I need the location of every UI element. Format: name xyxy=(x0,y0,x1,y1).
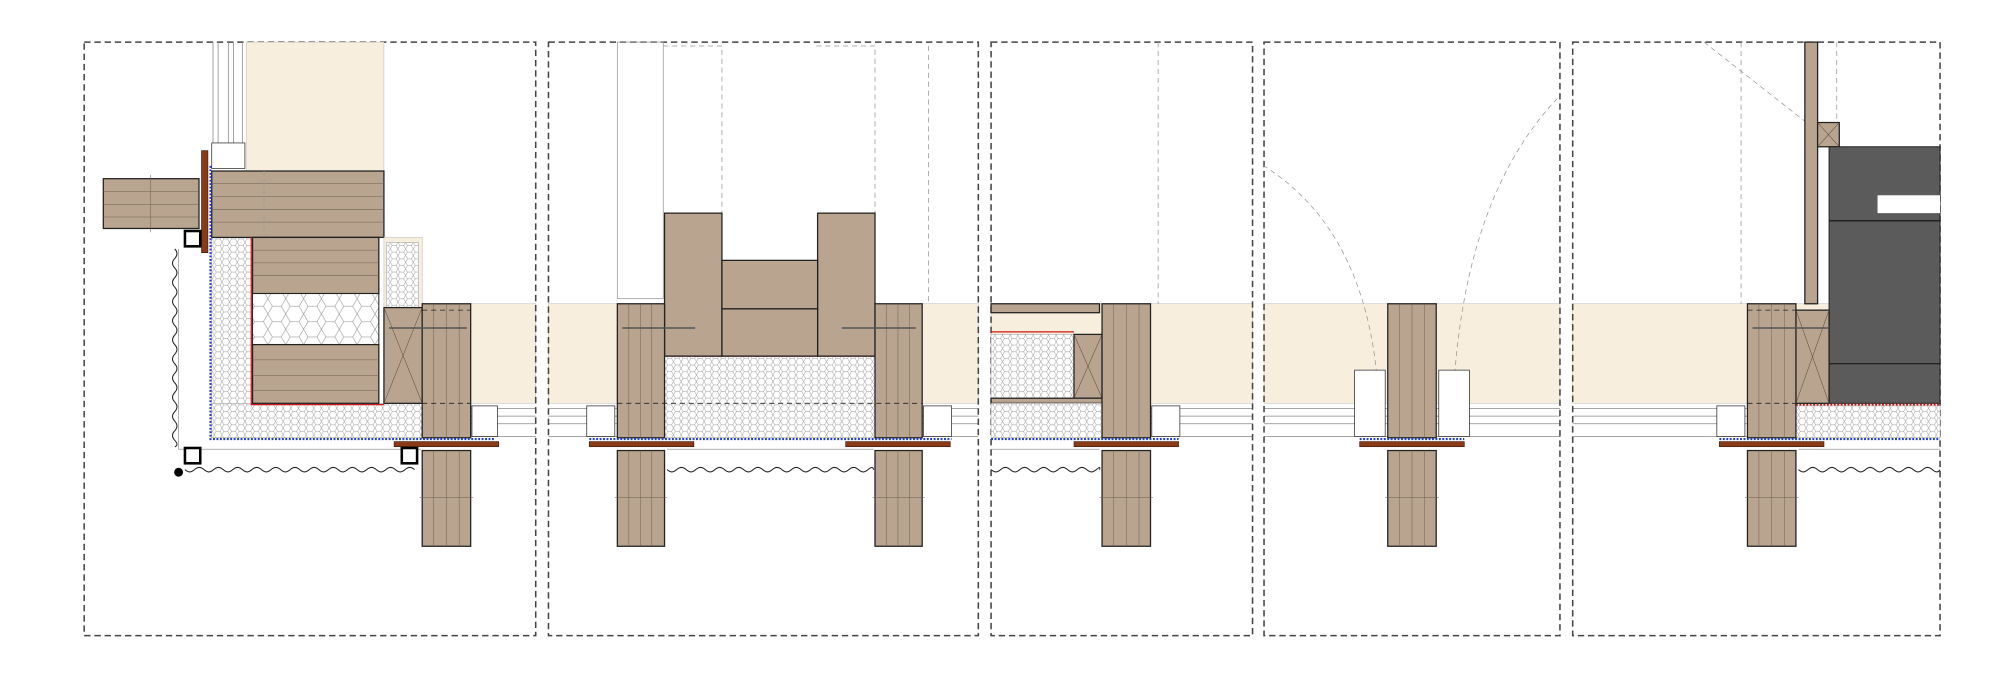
insulation xyxy=(990,334,1075,399)
base-plate xyxy=(1719,441,1825,448)
steel-profile xyxy=(183,229,202,248)
window-profile xyxy=(586,405,616,437)
insulation xyxy=(386,242,419,308)
detail-panel-3 xyxy=(990,41,1254,637)
window-profile xyxy=(1716,405,1746,437)
window-profile xyxy=(923,405,952,437)
insulation xyxy=(1795,405,1941,439)
board xyxy=(990,397,1103,404)
fascia-plate xyxy=(201,150,209,254)
timber-beam xyxy=(251,236,380,295)
door-profile xyxy=(1438,369,1470,437)
timber-beam xyxy=(721,308,819,357)
insulation-core xyxy=(252,293,380,346)
membrane xyxy=(209,165,495,441)
floor-board xyxy=(990,303,1101,314)
insulation xyxy=(211,403,423,439)
timber-block xyxy=(663,212,723,357)
ground-line xyxy=(666,466,875,473)
insulation xyxy=(664,355,876,439)
vapour-barrier xyxy=(250,237,384,406)
door-profile xyxy=(1354,369,1386,437)
timber-post xyxy=(874,303,923,439)
beam xyxy=(102,178,200,230)
base-plate xyxy=(1359,441,1465,448)
timber-block xyxy=(816,212,876,357)
wall-backing xyxy=(245,41,385,172)
door-swing xyxy=(1263,95,1561,383)
detail-panel-1 xyxy=(83,41,537,637)
insulation xyxy=(990,403,1103,439)
pile xyxy=(616,449,666,547)
window-profile xyxy=(211,142,246,169)
ground-line xyxy=(184,466,415,473)
base-plate xyxy=(1073,441,1179,448)
detail-panel-5 xyxy=(1571,41,1941,637)
steel-profile xyxy=(183,446,202,465)
steel-profile xyxy=(400,446,419,465)
base-plate xyxy=(588,441,695,448)
dark-wall-element xyxy=(1828,146,1941,404)
ground-line xyxy=(172,248,178,448)
timber-post xyxy=(616,303,666,439)
detail-panel-2 xyxy=(547,41,980,637)
detail-panel-4 xyxy=(1263,41,1561,637)
base-plate xyxy=(845,441,951,448)
timber-beam xyxy=(211,170,385,239)
window-profile xyxy=(471,405,498,437)
anchor-point xyxy=(174,467,184,477)
ground-line xyxy=(1798,466,1941,473)
wall-gap xyxy=(1877,195,1941,214)
pile xyxy=(874,449,923,547)
wall-stud xyxy=(1804,41,1819,305)
timber-beam xyxy=(251,343,380,404)
timber-beam xyxy=(721,259,819,310)
window-profile xyxy=(1151,405,1181,437)
base-plate xyxy=(393,441,500,448)
ground-line xyxy=(990,466,1101,473)
window-frame xyxy=(212,42,243,164)
